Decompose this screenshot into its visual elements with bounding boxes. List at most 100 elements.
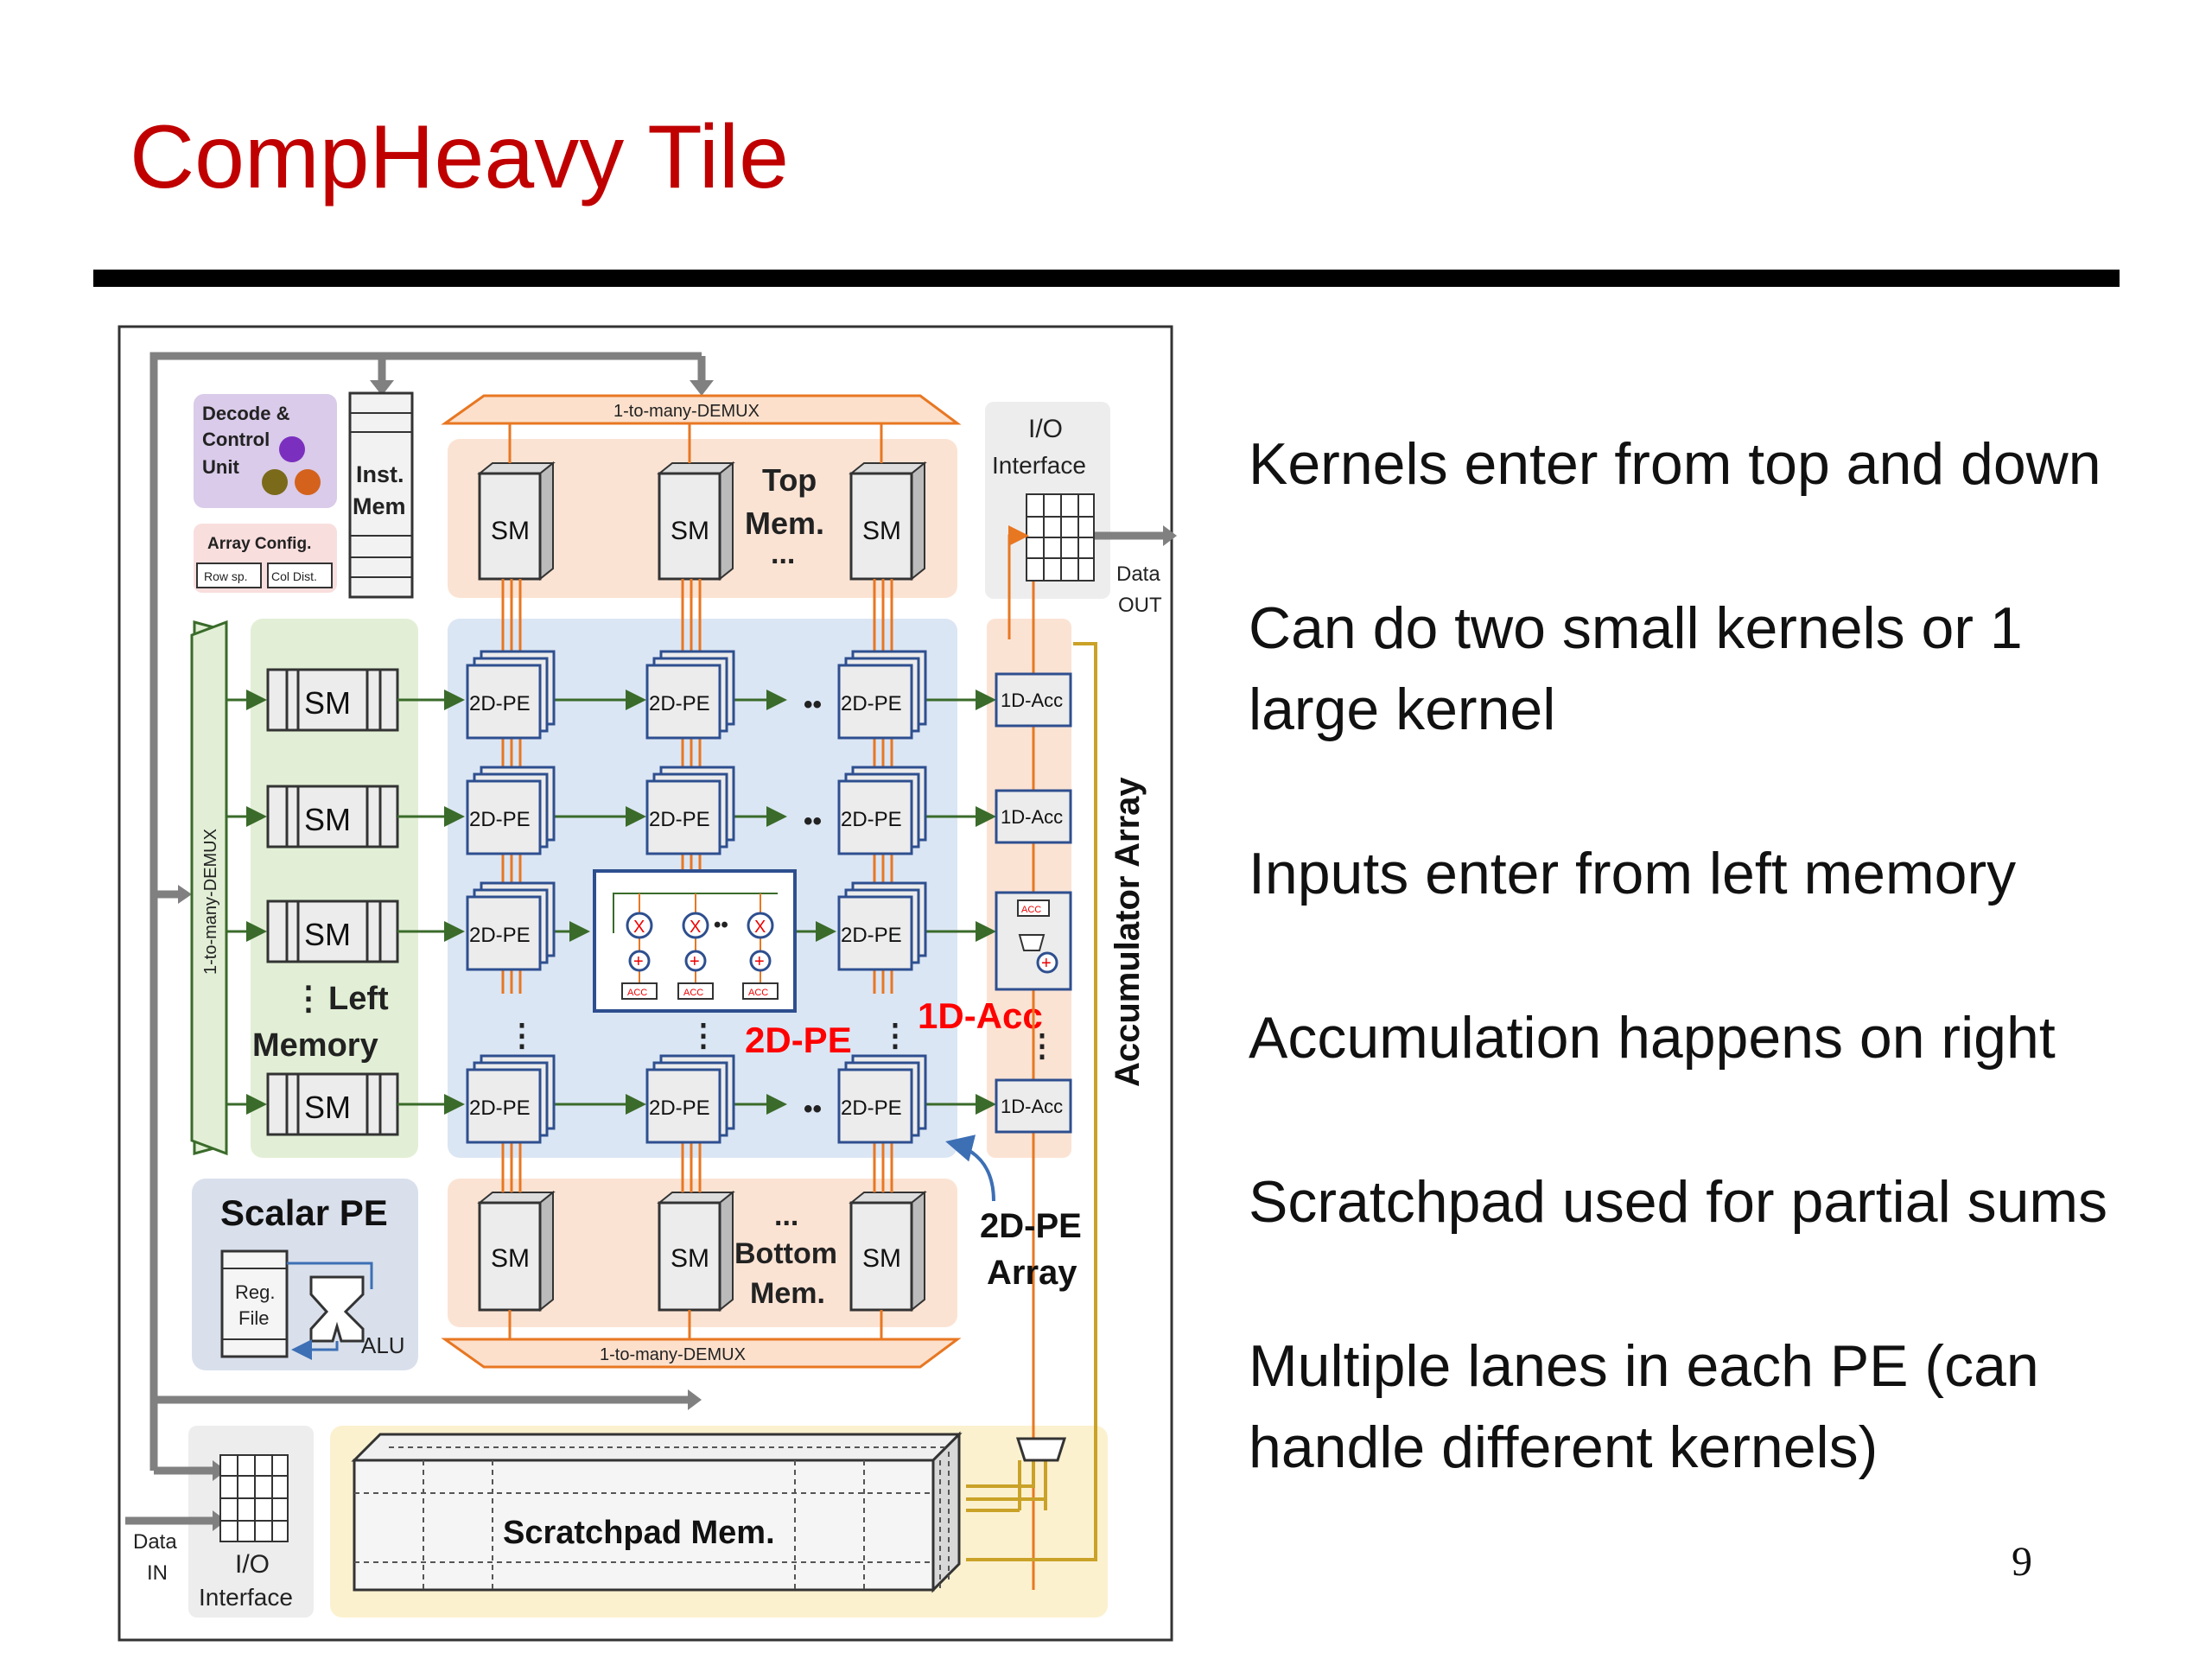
bullet-scratchpad: Scratchpad used for partial sums — [1249, 1169, 2108, 1235]
bottom-demux-label: 1-to-many-DEMUX — [600, 1345, 746, 1364]
reg-file-label-2: File — [238, 1307, 269, 1329]
data-in-label-2: IN — [147, 1561, 168, 1585]
top-sm-2: SM — [657, 461, 735, 582]
left-memory-vdots: ⋮ — [292, 981, 325, 1017]
alu-label: ALU — [361, 1332, 405, 1358]
bullet-inputs-left: Inputs enter from left memory — [1249, 841, 2017, 906]
pe-array-label-1: 2D-PE — [980, 1207, 1082, 1245]
acc-detail-add: + — [1041, 954, 1052, 973]
acc-4-label: 1D-Acc — [1001, 1096, 1063, 1117]
io-in-label-2: Interface — [199, 1584, 293, 1611]
pe-r2-c3-label: 2D-PE — [841, 808, 902, 831]
data-in-label-1: Data — [133, 1530, 177, 1554]
bottom-sm-3: SM — [849, 1190, 927, 1313]
top-mem-ellipsis: ... — [771, 537, 795, 570]
lane-2-acc: ACC — [683, 988, 703, 998]
bullet-kernels-enter: Kernels enter from top and down — [1249, 431, 2101, 497]
pe-r1-c1-label: 2D-PE — [469, 692, 531, 715]
bottom-demux — [441, 1338, 962, 1369]
col-dist-label: Col Dist. — [271, 569, 317, 583]
orange-dot-icon — [295, 469, 321, 495]
left-sm-4-label: SM — [304, 1090, 351, 1125]
scratch-mux — [1015, 1437, 1067, 1462]
lane-3-mult: X — [754, 918, 766, 937]
multiply-icon — [626, 912, 653, 939]
top-sm-1-label: SM — [491, 517, 530, 545]
callout-2d-pe: 2D-PE — [745, 1020, 852, 1060]
vertical-connectors — [501, 423, 893, 1339]
bullet-accumulation: Accumulation happens on right — [1249, 1005, 2056, 1071]
top-sm-row: SM SM SM — [477, 461, 927, 582]
pe-array-label-2: Array — [987, 1254, 1077, 1292]
data-out-label-1: Data — [1116, 563, 1160, 586]
io-out-feed — [1007, 525, 1029, 639]
scratchpad-label: Scratchpad Mem. — [503, 1515, 775, 1551]
top-mem-label-2: Mem. — [745, 505, 824, 541]
bottom-sm-1-label: SM — [491, 1244, 530, 1273]
lane-2-add: + — [690, 952, 700, 971]
row-sp-box — [196, 563, 262, 588]
add-icon — [749, 950, 772, 972]
left-sm-3-label: SM — [304, 917, 351, 952]
left-memory-label-1: Left — [328, 981, 389, 1017]
pe-col1-vdots: ⋮ — [506, 1017, 537, 1052]
bullet-different-kernels: handle different kernels) — [1249, 1414, 1878, 1480]
scratchpad-mem: Scratchpad Mem. — [351, 1431, 963, 1593]
pe-col3-vdots: ⋮ — [880, 1017, 911, 1052]
add-icon — [1036, 951, 1058, 974]
bullet-large-kernel: large kernel — [1249, 677, 1556, 742]
top-sm-2-label: SM — [671, 517, 709, 545]
inst-mem-label-2: Mem — [353, 493, 406, 519]
left-sm-3: SM — [266, 899, 399, 963]
top-demux — [441, 394, 962, 425]
array-config-label: Array Config. — [207, 535, 311, 553]
multiply-icon — [747, 912, 774, 939]
top-sm-3: SM — [849, 461, 927, 582]
pe-r1-c3-label: 2D-PE — [841, 692, 902, 715]
left-sm-2: SM — [266, 785, 399, 849]
bottom-sm-2: SM — [657, 1190, 735, 1313]
accumulator-column: 1D-Acc 1D-Acc ACC + ⋮ 1D-Acc — [995, 566, 1072, 1590]
reg-to-alu — [287, 1262, 373, 1289]
left-sm-4: SM — [266, 1072, 399, 1136]
pe-r1-c1: 2D-PE — [466, 650, 556, 740]
left-demux-label: 1-to-many-DEMUX — [201, 829, 220, 975]
accumulator-region — [987, 619, 1071, 1158]
lane-3: X + ACC — [742, 912, 779, 1000]
pe-r1-c2-label: 2D-PE — [649, 692, 710, 715]
left-sm-2-label: SM — [304, 802, 351, 837]
bottom-sm-1: SM — [477, 1190, 556, 1313]
top-sm-3-label: SM — [862, 517, 901, 545]
pe-r3-c3: 2D-PE — [837, 881, 927, 971]
pe-r3-c1: 2D-PE — [466, 881, 556, 971]
control-bus — [125, 352, 1166, 1525]
pe-r4-c1-label: 2D-PE — [469, 1096, 531, 1120]
pe-r2-c2-label: 2D-PE — [649, 808, 710, 831]
pe-r2-c1-label: 2D-PE — [469, 808, 531, 831]
acc-1-label: 1D-Acc — [1001, 690, 1063, 711]
acc-detail-label: ACC — [1021, 905, 1041, 915]
pe-r1-c2: 2D-PE — [645, 650, 735, 740]
decode-label-3: Unit — [202, 456, 239, 478]
decode-label-2: Control — [202, 429, 270, 450]
acc-2-label: 1D-Acc — [1001, 806, 1063, 828]
title-divider — [93, 270, 2120, 287]
col-dist-box — [267, 563, 333, 588]
left-sm-1-label: SM — [304, 685, 351, 721]
bottom-sm-row: SM SM SM — [477, 1190, 927, 1313]
pe-r4-c1: 2D-PE — [466, 1054, 556, 1144]
pe-r4-c3: 2D-PE — [837, 1054, 927, 1144]
pe-r4-c3-label: 2D-PE — [841, 1096, 902, 1120]
lane-3-add: + — [754, 952, 765, 971]
left-sm-column: SM SM SM SM — [266, 668, 399, 1136]
multiply-icon — [682, 912, 709, 939]
pe-r2-c2: 2D-PE — [645, 766, 735, 855]
io-in-label-1: I/O — [235, 1550, 270, 1579]
inst-mem-box — [348, 391, 414, 599]
lane-1-add: + — [633, 952, 644, 971]
pe-r4-c2: 2D-PE — [645, 1054, 735, 1144]
top-sm-1: SM — [477, 461, 556, 582]
pe-array-pointer — [945, 1135, 995, 1202]
alu-to-reg — [291, 1339, 339, 1360]
